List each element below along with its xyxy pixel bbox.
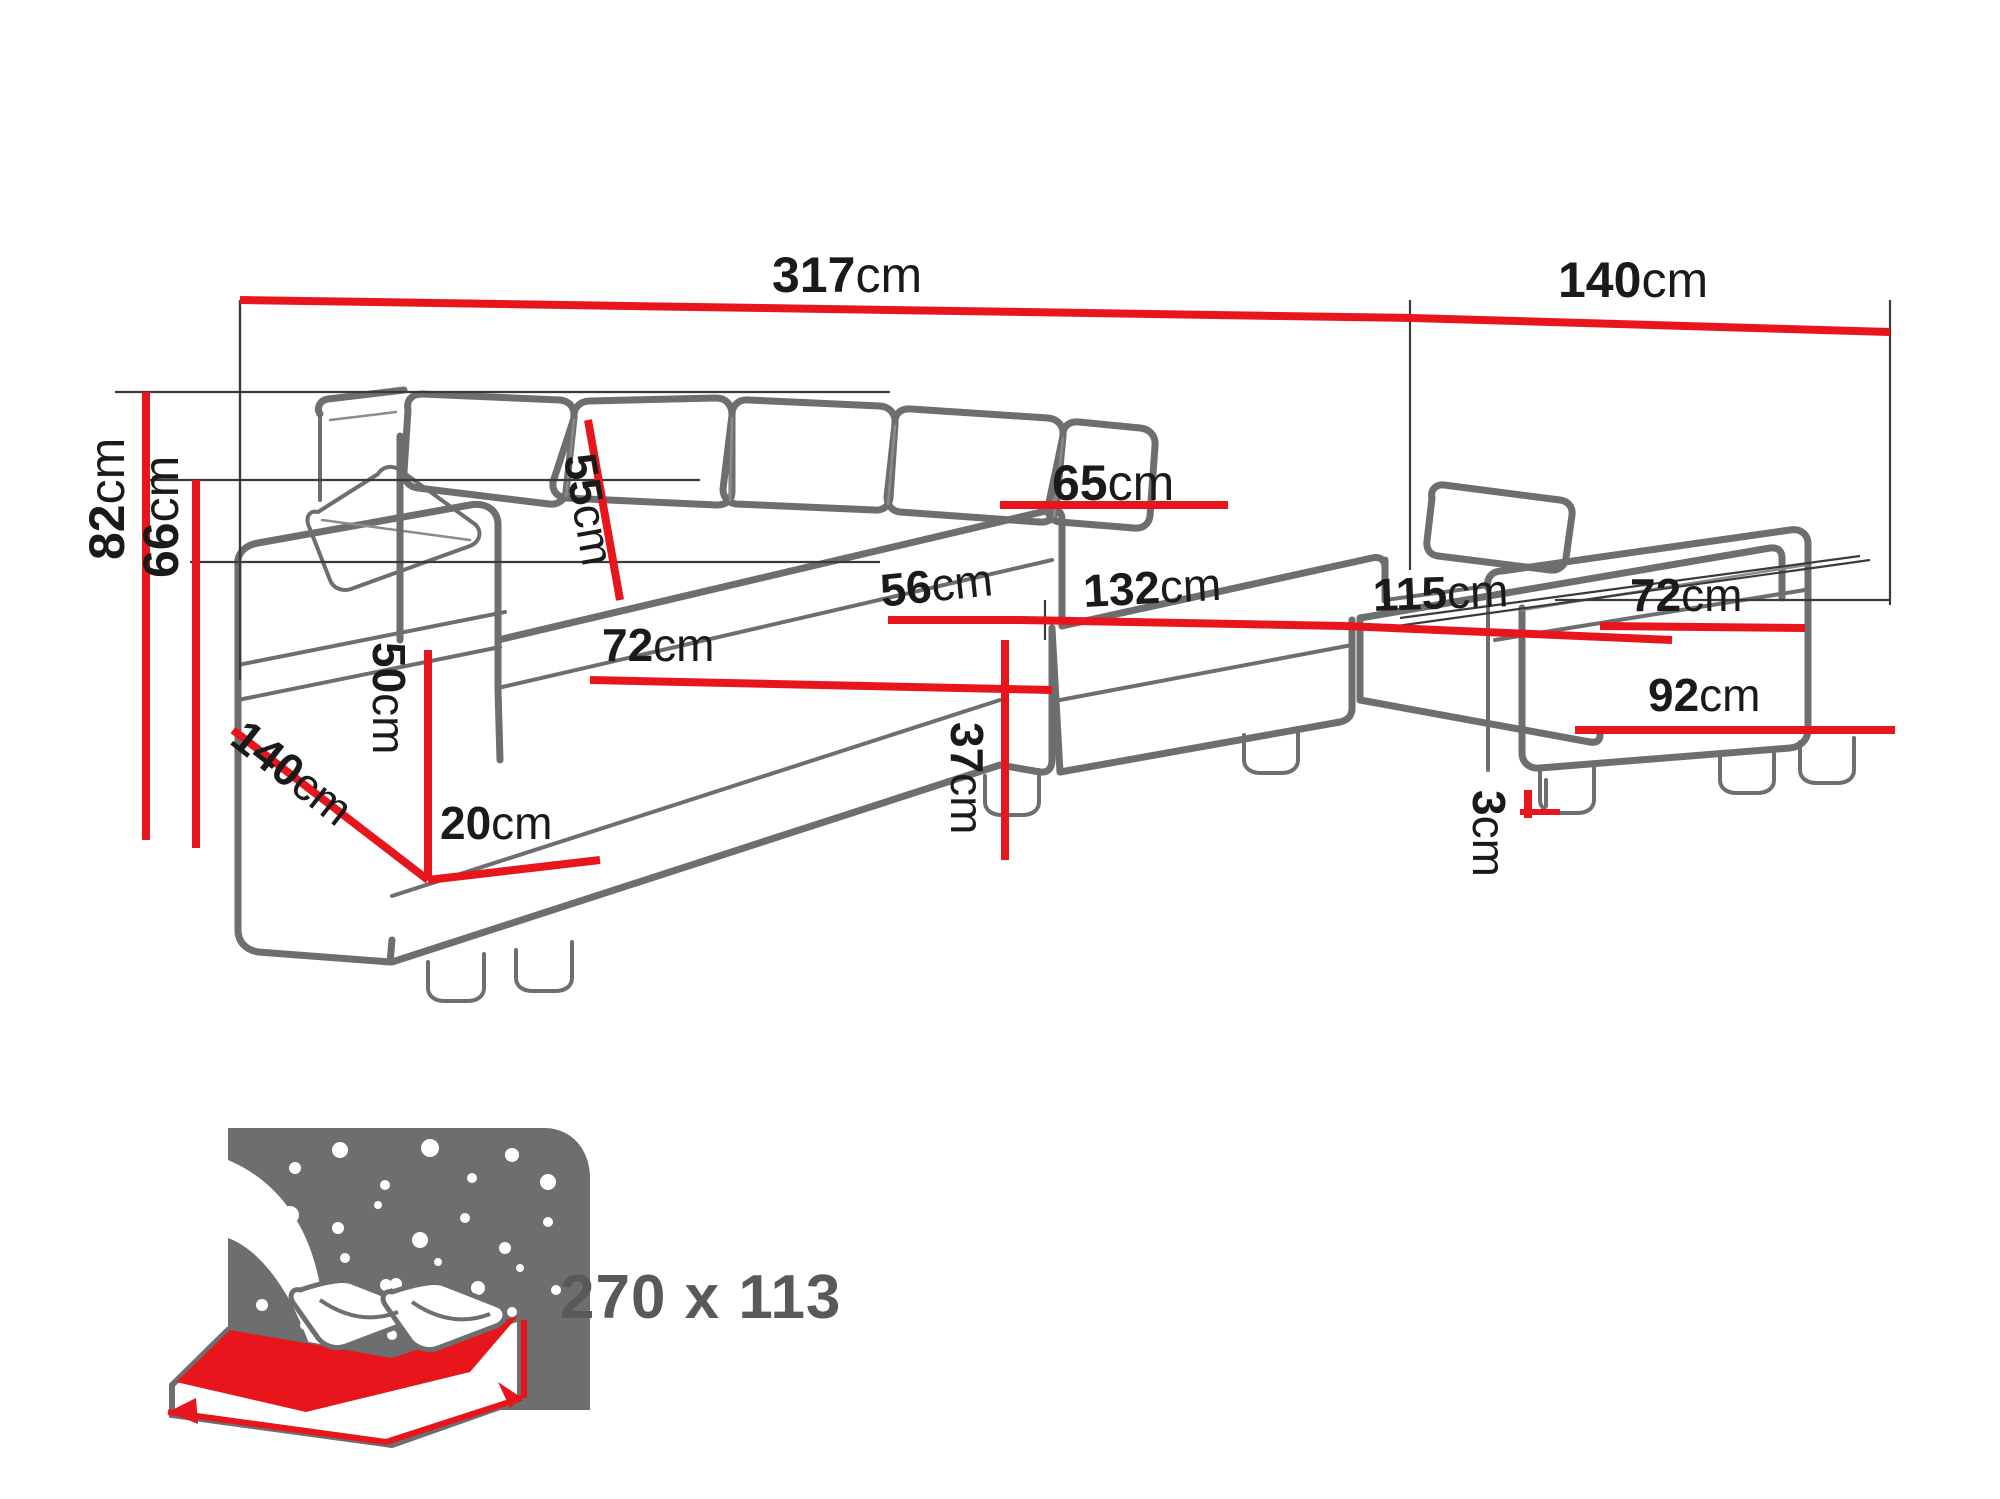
dimension-label-chaise-seat-depth: 72cm xyxy=(602,619,715,671)
dimension-label-right-chaise-depth: 72cm xyxy=(1630,569,1743,621)
dimension-label-right-module-width: 92cm xyxy=(1648,669,1761,721)
sofa-illustration xyxy=(234,386,1856,1003)
dimension-label-overall-height: 82cm xyxy=(79,437,135,560)
dimension-label-armrest-height: 50cm xyxy=(363,642,415,755)
dimension-label-armrest-width: 20cm xyxy=(440,797,553,849)
dimension-label-leg-height: 3cm xyxy=(1463,790,1515,877)
dimension-label-overall-width: 317cm xyxy=(772,247,923,303)
dimension-label-backrest-height: 66cm xyxy=(133,455,189,578)
dimension-label-corner-seat-width: 56cm xyxy=(877,553,996,617)
dimension-lines xyxy=(142,296,1895,884)
dimension-label-right-module-depth: 140cm xyxy=(1558,252,1709,308)
extension-lines xyxy=(115,300,1892,680)
dimension-label-seat-height: 37cm xyxy=(941,722,993,835)
bed-with-night-sky-icon xyxy=(167,1128,590,1449)
sleeping-area-label: 270 x 113 xyxy=(560,1263,842,1332)
dimension-label-back-cushion-width: 65cm xyxy=(1052,455,1175,511)
dimension-label-main-seat-width: 132cm xyxy=(1081,557,1223,617)
dimension-label-right-seat-width: 115cm xyxy=(1371,564,1510,621)
